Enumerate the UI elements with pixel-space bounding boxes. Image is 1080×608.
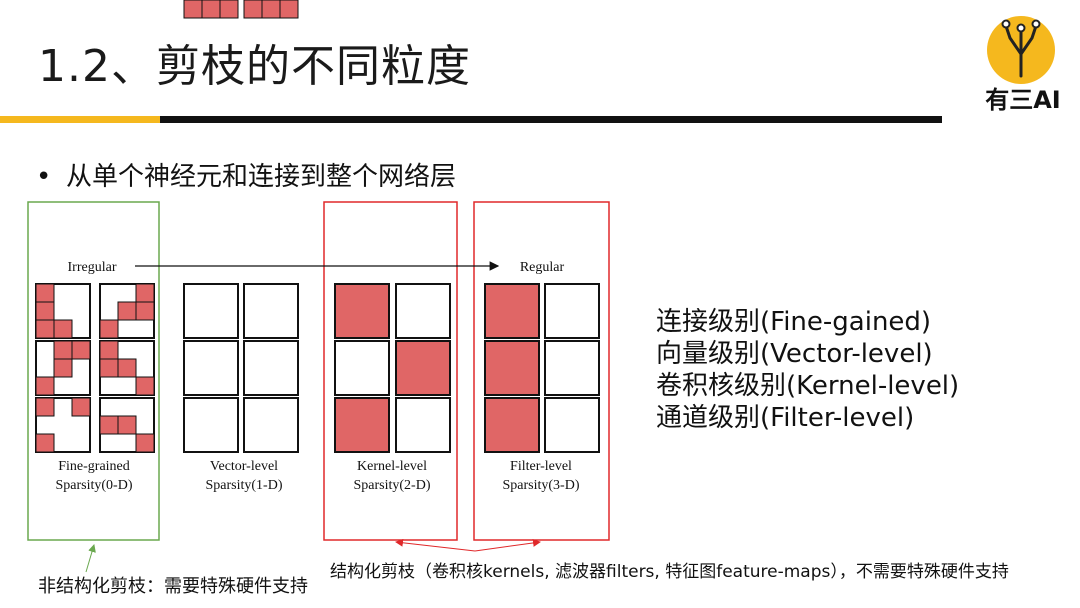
pruned-weight-cell [135, 376, 155, 396]
pruned-vector-cell [183, 0, 203, 19]
structured-note: 结构化剪枝（卷积核kernels, 滤波器filters, 特征图feature… [330, 562, 1009, 582]
caption-filter-level-2: Sparsity(3-D) [503, 478, 580, 493]
pruned-vector-cell [219, 0, 239, 19]
pruned-kernel [334, 283, 390, 339]
filter-kernel [544, 283, 600, 339]
structured-note-arrow-left [395, 538, 476, 552]
pruned-weight-cell [35, 301, 55, 321]
pruned-filter-kernel [484, 397, 540, 453]
pruned-weight-cell [53, 340, 73, 360]
bullet-dot-icon: • [36, 162, 52, 192]
vector-level-kernel [243, 283, 299, 339]
pruned-weight-cell [35, 283, 55, 303]
caption-kernel-level-1: Kernel-level [357, 459, 427, 474]
caption-fine-grained-2: Sparsity(0-D) [56, 478, 133, 493]
pruned-weight-cell [53, 358, 73, 378]
pruned-weight-cell [99, 358, 119, 378]
structured-note-arrow-right [474, 538, 541, 552]
unstructured-group-box [27, 201, 160, 541]
caption-fine-grained-1: Fine-grained [58, 459, 130, 474]
pruned-weight-cell [35, 397, 55, 417]
filter-kernel [544, 397, 600, 453]
pruned-weight-cell [117, 358, 137, 378]
vector-level-kernel [243, 340, 299, 396]
kernel [395, 283, 451, 339]
caption-filter-level-1: Filter-level [510, 459, 572, 474]
unstructured-note: 非结构化剪枝：需要特殊硬件支持 [38, 576, 308, 597]
filter-group-box [473, 201, 610, 541]
vector-level-kernel [243, 397, 299, 453]
pruned-kernel [395, 340, 451, 396]
circuit-logo-icon [987, 16, 1055, 84]
pruned-vector-cell [261, 0, 281, 19]
bullet-point: • 从单个神经元和连接到整个网络层 [36, 156, 456, 193]
axis-label-regular: Regular [520, 260, 565, 275]
kernel-group-box [323, 201, 458, 541]
pruned-vector-cell [279, 0, 299, 19]
vector-level-kernel [183, 397, 239, 453]
kernel [334, 340, 390, 396]
level-item: 卷积核级别(Kernel-level) [656, 371, 960, 401]
pruned-vector-cell [243, 0, 263, 19]
pruned-weight-cell [135, 301, 155, 321]
unstructured-note-arrow [85, 544, 96, 573]
title-underline [160, 116, 942, 123]
level-item: 连接级别(Fine-gained) [656, 307, 932, 337]
caption-vector-level-2: Sparsity(1-D) [206, 478, 283, 493]
filter-kernel [544, 340, 600, 396]
caption-kernel-level-2: Sparsity(2-D) [354, 478, 431, 493]
pruned-filter-kernel [484, 340, 540, 396]
vector-level-kernel [183, 283, 239, 339]
pruned-weight-cell [117, 415, 137, 435]
pruned-filter-kernel [484, 283, 540, 339]
pruned-weight-cell [99, 340, 119, 360]
pruned-weight-cell [71, 397, 91, 417]
slide-title: 1.2、剪枝的不同粒度 [38, 41, 471, 92]
level-item: 通道级别(Filter-level) [656, 403, 915, 433]
pruned-vector-cell [201, 0, 221, 19]
axis-label-irregular: Irregular [68, 260, 117, 275]
pruned-weight-cell [135, 283, 155, 303]
pruned-weight-cell [135, 433, 155, 453]
vector-level-kernel [183, 340, 239, 396]
pruned-weight-cell [53, 319, 73, 339]
level-item: 向量级别(Vector-level) [656, 339, 933, 369]
pruned-weight-cell [117, 301, 137, 321]
pruned-weight-cell [71, 340, 91, 360]
title-underline-accent [0, 116, 160, 123]
granularity-levels-list: 连接级别(Fine-gained) 向量级别(Vector-level) 卷积核… [656, 306, 959, 434]
caption-vector-level-1: Vector-level [210, 459, 278, 474]
pruned-weight-cell [35, 433, 55, 453]
logo-text: 有三AI [985, 86, 1061, 114]
pruned-weight-cell [99, 415, 119, 435]
pruned-weight-cell [35, 319, 55, 339]
pruned-weight-cell [35, 376, 55, 396]
pruned-weight-cell [99, 319, 119, 339]
bullet-text: 从单个神经元和连接到整个网络层 [66, 162, 457, 192]
kernel [395, 397, 451, 453]
pruned-kernel [334, 397, 390, 453]
